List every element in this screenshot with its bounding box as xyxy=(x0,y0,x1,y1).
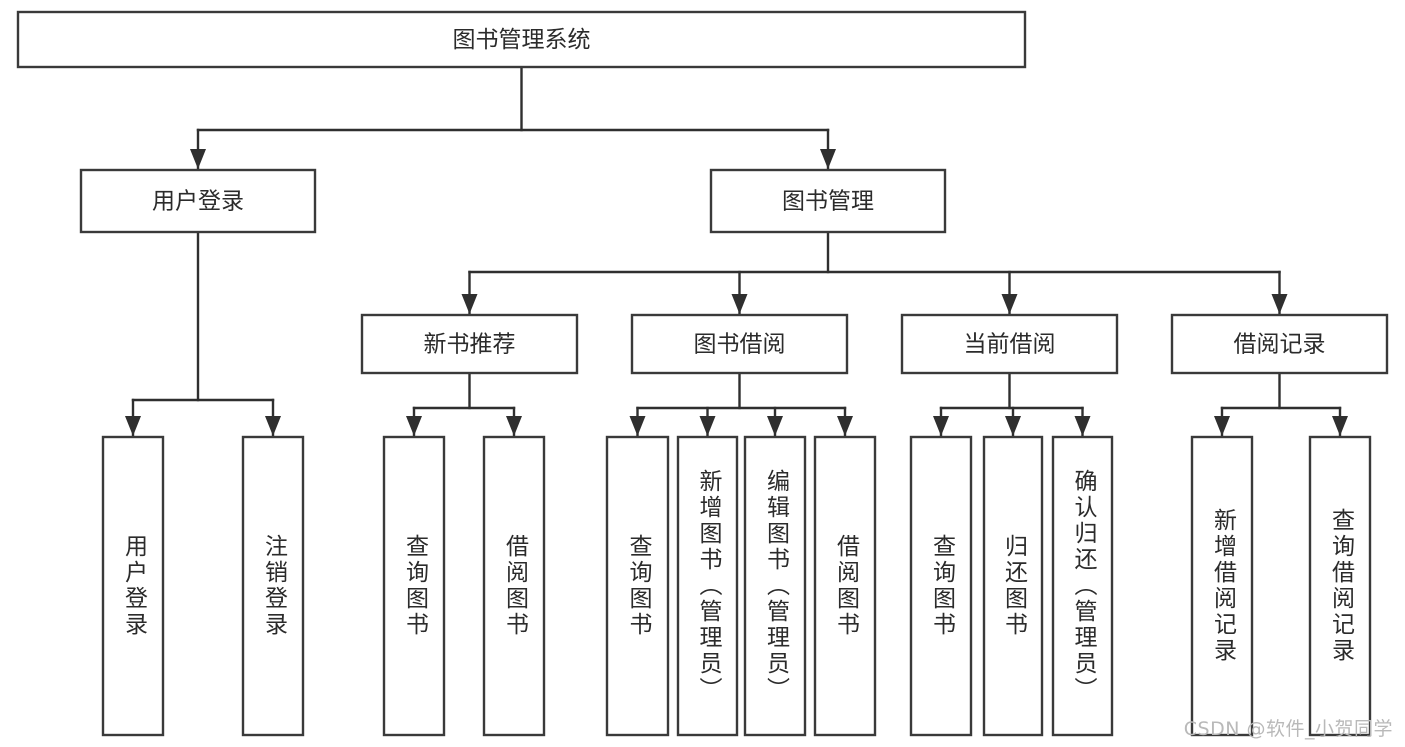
node-leaf-confirm-return[interactable] xyxy=(1051,435,1114,737)
node-user-login-label: 用户登录 xyxy=(152,189,244,215)
arrow-head-icon xyxy=(125,416,141,436)
node-leaf-query-book-3-rect[interactable] xyxy=(909,435,973,737)
node-leaf-edit-book-rect[interactable] xyxy=(743,435,807,737)
node-leaf-add-book[interactable] xyxy=(676,435,739,737)
arrow-head-icon xyxy=(190,149,206,169)
node-current-borrow-rect[interactable] xyxy=(900,313,1119,375)
node-book-borrow[interactable]: 图书借阅 xyxy=(630,313,849,375)
arrow-head-icon xyxy=(1074,416,1091,436)
node-current-borrow-label: 当前借阅 xyxy=(964,332,1056,358)
node-book-management-label: 图书管理 xyxy=(782,189,874,215)
node-leaf-borrow-book-1[interactable] xyxy=(482,435,546,737)
node-leaf-query-book-1[interactable] xyxy=(382,435,446,737)
node-book-borrow-rect[interactable] xyxy=(630,313,849,375)
node-leaf-query-book-2-rect[interactable] xyxy=(605,435,670,737)
arrow-head-icon xyxy=(629,416,646,436)
node-leaf-logout[interactable] xyxy=(241,435,305,737)
node-leaf-query-record[interactable] xyxy=(1308,435,1372,737)
node-leaf-add-record[interactable] xyxy=(1190,435,1254,737)
arrow-head-icon xyxy=(265,416,281,436)
arrow-head-icon xyxy=(506,416,522,436)
arrow-head-icon xyxy=(699,416,716,436)
arrow-head-icon xyxy=(731,294,748,314)
arrow-head-icon xyxy=(1005,416,1021,436)
node-user-login[interactable]: 用户登录 xyxy=(79,168,317,234)
node-leaf-add-book-rect[interactable] xyxy=(676,435,739,737)
node-leaf-edit-book[interactable] xyxy=(743,435,807,737)
node-new-book-recommend-label: 新书推荐 xyxy=(424,332,516,358)
node-root[interactable]: 图书管理系统 xyxy=(16,10,1027,69)
node-leaf-borrow-book-2[interactable] xyxy=(813,435,877,737)
node-book-management[interactable]: 图书管理 xyxy=(709,168,947,234)
node-leaf-user-login-rect[interactable] xyxy=(101,435,165,737)
node-leaf-borrow-book-2-rect[interactable] xyxy=(813,435,877,737)
node-user-login-rect[interactable] xyxy=(79,168,317,234)
connector-lines-layer xyxy=(125,65,1348,438)
node-leaf-user-login[interactable] xyxy=(101,435,165,737)
arrow-head-icon xyxy=(820,149,836,169)
node-new-book-recommend[interactable]: 新书推荐 xyxy=(360,313,579,375)
arrow-head-icon xyxy=(1214,416,1230,436)
node-root-rect[interactable] xyxy=(16,10,1027,69)
node-leaf-query-book-1-rect[interactable] xyxy=(382,435,446,737)
arrow-head-icon xyxy=(767,416,783,436)
node-book-management-rect[interactable] xyxy=(709,168,947,234)
arrow-head-icon xyxy=(1001,294,1018,314)
arrow-head-icon xyxy=(837,416,853,436)
node-leaf-query-book-3[interactable] xyxy=(909,435,973,737)
node-root-label: 图书管理系统 xyxy=(453,27,591,53)
node-leaf-return-book-rect[interactable] xyxy=(982,435,1044,737)
arrow-head-icon xyxy=(406,416,422,436)
arrow-head-icon xyxy=(1271,294,1288,314)
node-borrow-record[interactable]: 借阅记录 xyxy=(1170,313,1389,375)
node-leaf-logout-rect[interactable] xyxy=(241,435,305,737)
arrow-head-icon xyxy=(461,294,478,314)
watermark-text: CSDN @软件_小贺同学 xyxy=(1183,718,1393,740)
node-leaf-borrow-book-1-rect[interactable] xyxy=(482,435,546,737)
node-leaf-return-book[interactable] xyxy=(982,435,1044,737)
node-leaf-query-record-rect[interactable] xyxy=(1308,435,1372,737)
arrow-head-icon xyxy=(1332,416,1348,436)
node-current-borrow[interactable]: 当前借阅 xyxy=(900,313,1119,375)
node-leaf-confirm-return-rect[interactable] xyxy=(1051,435,1114,737)
node-borrow-record-label: 借阅记录 xyxy=(1234,332,1326,358)
node-leaf-query-book-2[interactable] xyxy=(605,435,670,737)
node-borrow-record-rect[interactable] xyxy=(1170,313,1389,375)
arrow-head-icon xyxy=(933,416,949,436)
node-book-borrow-label: 图书借阅 xyxy=(694,332,786,358)
node-leaf-add-record-rect[interactable] xyxy=(1190,435,1254,737)
node-new-book-recommend-rect[interactable] xyxy=(360,313,579,375)
